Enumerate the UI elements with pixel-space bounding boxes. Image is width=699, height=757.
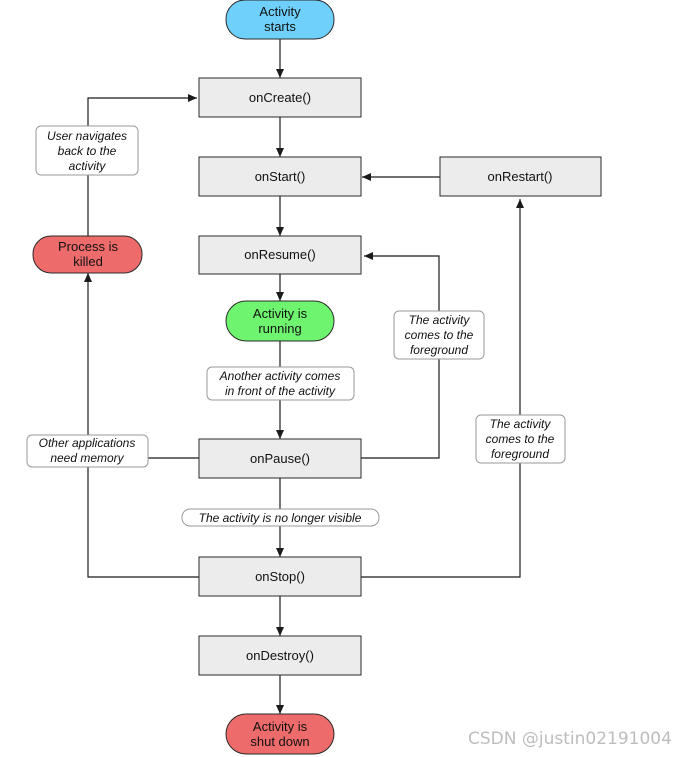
ondestroy-label: onDestroy() xyxy=(246,648,314,663)
note-user-navigates-back: User navigates back to the activity xyxy=(35,125,139,176)
note-no-longer-visible: The activity is no longer visible xyxy=(181,508,380,527)
activity-starts-line1: Activity xyxy=(259,4,301,19)
arrow-onstop-to-killed xyxy=(84,273,199,578)
note-other-apps-memory: Other applications need memory xyxy=(26,434,149,468)
activity-running-line2: running xyxy=(258,321,301,336)
onresume-label: onResume() xyxy=(244,247,316,262)
note-foreground2-line3: foreground xyxy=(491,447,549,461)
note-comes-to-foreground-2: The activity comes to the foreground xyxy=(475,414,566,464)
note-user-navigates-line2: back to the xyxy=(58,144,117,158)
note-other-apps-line2: need memory xyxy=(50,451,124,465)
watermark: CSDN @justin02191004 xyxy=(468,729,672,749)
note-no-longer-visible-label: The activity is no longer visible xyxy=(199,511,362,525)
connectors xyxy=(84,39,524,714)
note-comes-to-foreground-1: The activity comes to the foreground xyxy=(393,310,485,360)
node-activity-shut-down: Activity is shut down xyxy=(225,713,335,755)
onstart-label: onStart() xyxy=(255,169,306,184)
note-other-apps-line1: Other applications xyxy=(39,436,136,450)
note-another-activity-line1: Another activity comes xyxy=(219,369,341,383)
process-killed-line1: Process is xyxy=(58,239,118,254)
node-activity-starts: Activity starts xyxy=(225,0,335,40)
node-oncreate: onCreate() xyxy=(198,77,362,118)
process-killed-line2: killed xyxy=(73,254,103,269)
node-onresume: onResume() xyxy=(198,235,362,275)
activity-running-line1: Activity is xyxy=(253,306,308,321)
oncreate-label: onCreate() xyxy=(249,90,311,105)
note-another-activity: Another activity comes in front of the a… xyxy=(206,366,355,401)
watermark-text: CSDN @justin02191004 xyxy=(468,729,672,749)
activity-starts-line2: starts xyxy=(264,19,296,34)
activity-shut-down-line1: Activity is xyxy=(253,719,308,734)
note-user-navigates-line3: activity xyxy=(69,159,107,173)
node-activity-running: Activity is running xyxy=(225,300,335,342)
node-onpause: onPause() xyxy=(198,438,362,479)
arrow-killed-to-oncreate xyxy=(87,94,197,236)
note-foreground2-line1: The activity xyxy=(490,417,552,431)
node-ondestroy: onDestroy() xyxy=(198,635,362,676)
node-onstop: onStop() xyxy=(198,556,362,597)
note-user-navigates-line1: User navigates xyxy=(47,129,127,143)
note-foreground1-line1: The activity xyxy=(409,313,471,327)
node-process-killed: Process is killed xyxy=(32,235,143,274)
activity-shut-down-line2: shut down xyxy=(250,734,309,749)
node-onrestart: onRestart() xyxy=(439,156,602,197)
node-onstart: onStart() xyxy=(198,156,362,197)
onrestart-label: onRestart() xyxy=(487,169,552,184)
onstop-label: onStop() xyxy=(255,569,305,584)
note-foreground1-line2: comes to the xyxy=(405,328,474,342)
note-foreground2-line2: comes to the xyxy=(486,432,555,446)
arrow-onstop-to-onrestart xyxy=(361,199,524,578)
note-another-activity-line2: in front of the activity xyxy=(225,384,336,398)
note-foreground1-line3: foreground xyxy=(410,343,468,357)
onpause-label: onPause() xyxy=(250,451,310,466)
